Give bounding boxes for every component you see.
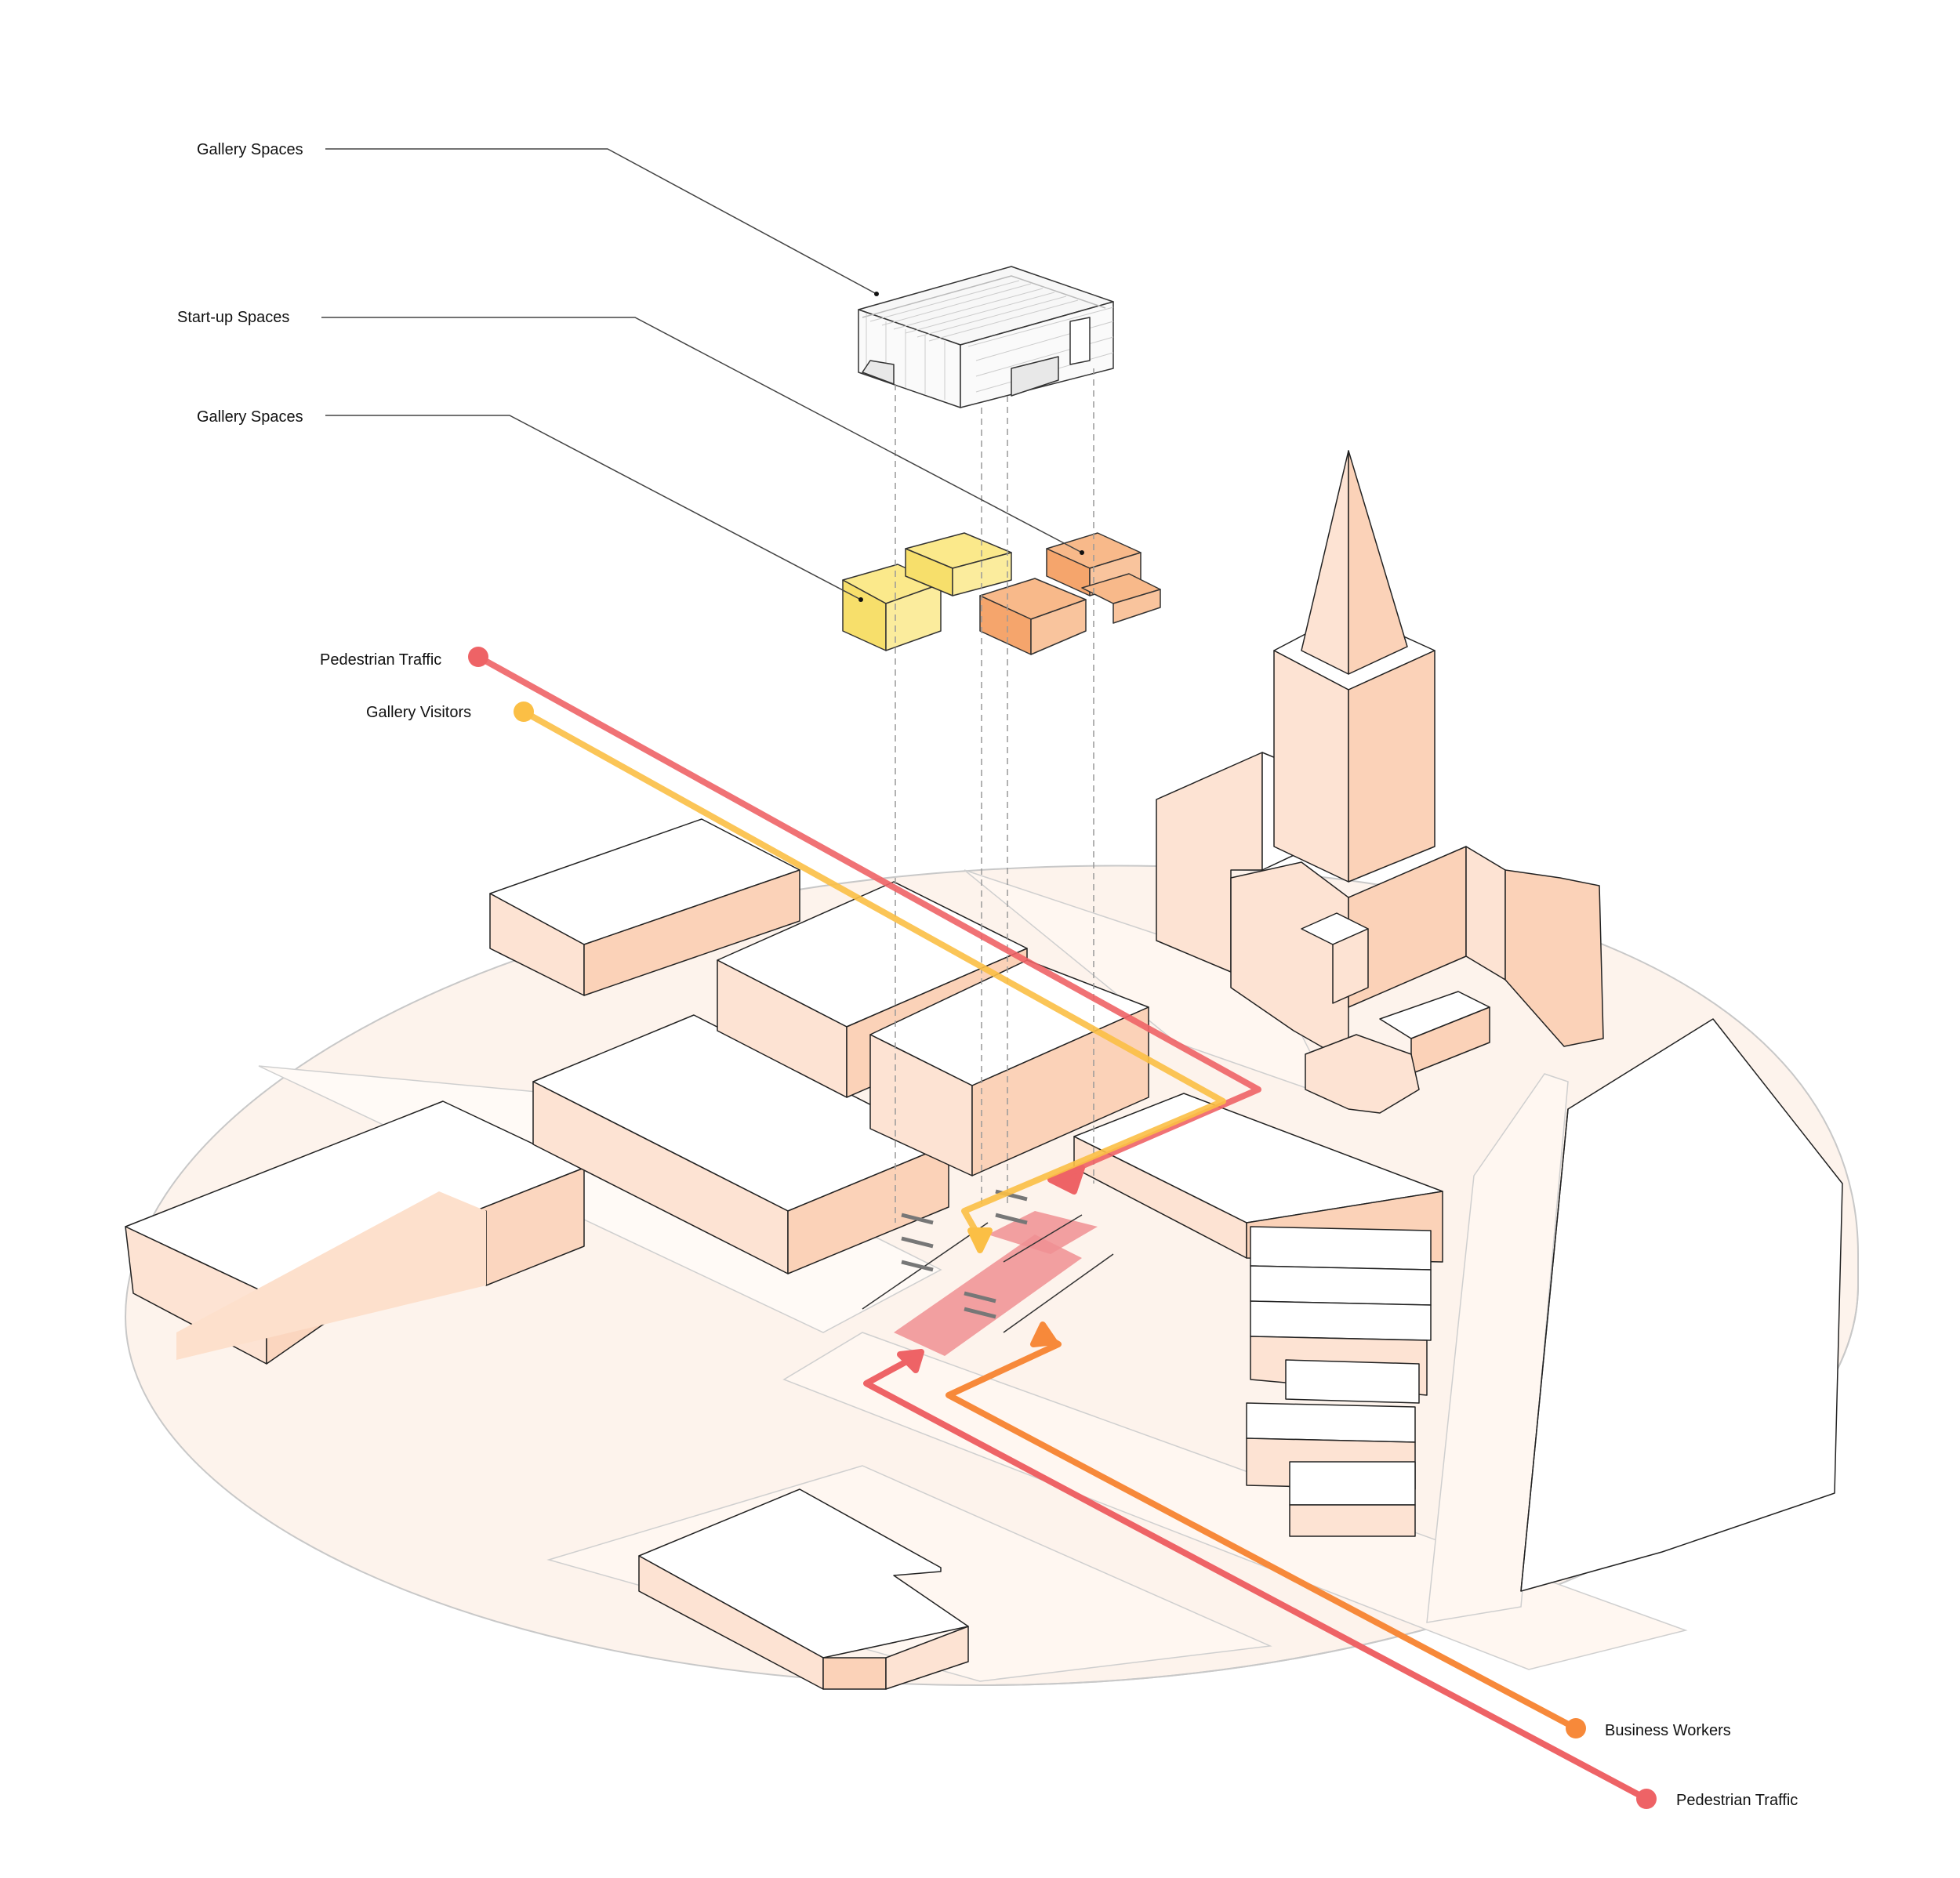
label-gallery-visitors: Gallery Visitors — [366, 704, 471, 721]
building-stacked-right — [1246, 1226, 1432, 1537]
pedestrian-traffic-right-dot — [1636, 1789, 1657, 1809]
gallery-roof-grid — [858, 266, 1114, 408]
building-left-large — [125, 1100, 585, 1365]
route-pedestrian-traffic-bottom — [863, 1349, 1648, 1802]
route-endpoints — [468, 647, 1657, 1809]
label-pedestrian-traffic-right: Pedestrian Traffic — [1676, 1792, 1798, 1809]
route-pedestrian-traffic-top — [477, 654, 1261, 1195]
route-business-workers — [946, 1321, 1577, 1731]
leader-lines — [321, 148, 1083, 600]
business-workers-dot — [1566, 1718, 1586, 1738]
pedestrian-traffic-left-dot — [468, 647, 488, 667]
label-business-workers: Business Workers — [1605, 1722, 1731, 1739]
label-gallery-spaces-top: Gallery Spaces — [197, 141, 303, 158]
label-gallery-spaces-mid: Gallery Spaces — [197, 408, 303, 426]
church — [1156, 450, 1604, 1114]
label-startup-spaces: Start-up Spaces — [177, 309, 289, 326]
projection-lines — [895, 368, 1094, 1223]
route-gallery-visitors — [522, 709, 1226, 1253]
building-far-right — [1520, 1018, 1843, 1592]
label-pedestrian-traffic-left: Pedestrian Traffic — [320, 651, 441, 669]
building-bottom — [638, 1488, 969, 1690]
startup-blocks — [979, 532, 1161, 655]
plaza-stairs — [862, 1189, 1114, 1356]
diagram-labels: Gallery Spaces Start-up Spaces Gallery S… — [177, 141, 1798, 1809]
building-back-left — [489, 818, 800, 996]
gallery-blocks — [842, 532, 1012, 651]
building-mid-long — [532, 1014, 949, 1274]
leader-dots — [858, 292, 1084, 602]
gallery-visitors-dot — [514, 702, 534, 722]
